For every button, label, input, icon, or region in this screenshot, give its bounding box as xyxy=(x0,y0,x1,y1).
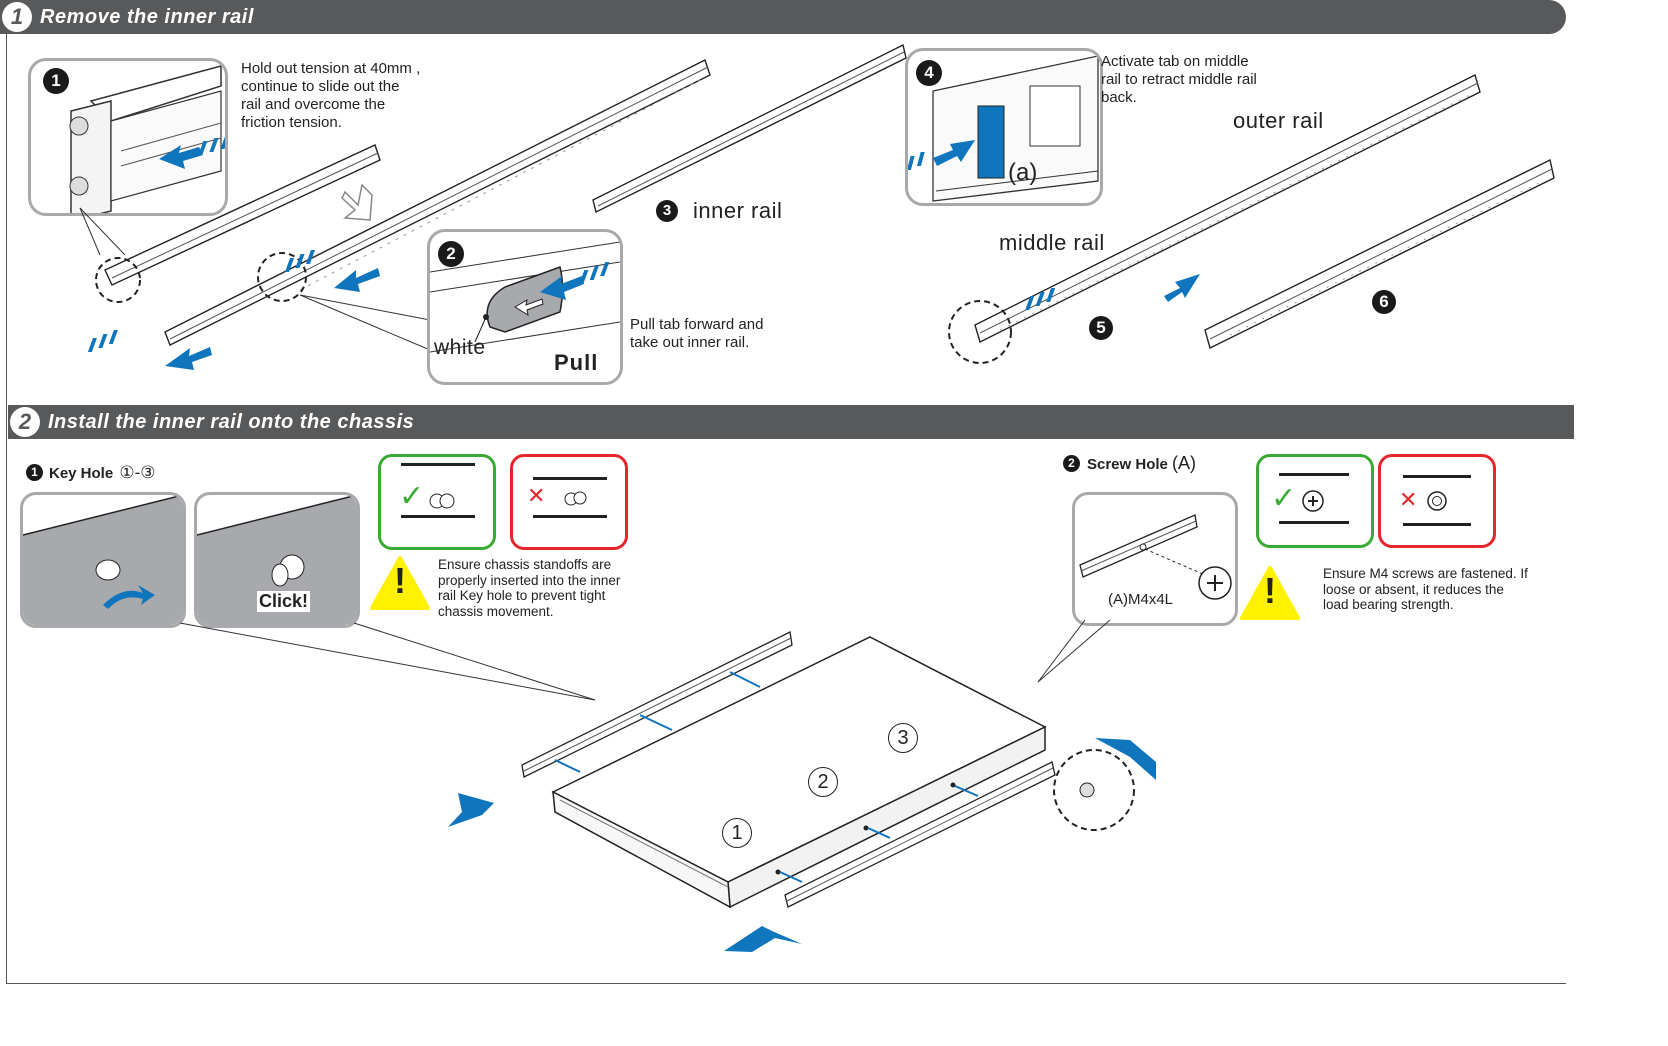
section2-title: Install the inner rail onto the chassis xyxy=(48,411,415,433)
section1-header-bar: 1 Remove the inner rail xyxy=(0,0,1566,34)
rail-line xyxy=(401,515,475,518)
step4-line2: rail to retract middle rail xyxy=(1101,71,1257,88)
screw-warning-line3: load bearing strength. xyxy=(1323,597,1454,612)
chassis-position-2: 2 xyxy=(808,767,838,797)
warning-icon-mark: ! xyxy=(394,560,406,601)
keyhole-warning-line3: rail Key hole to prevent tight xyxy=(438,588,606,603)
screw-correct-example: ✓ xyxy=(1256,454,1374,548)
step3-badge: 3 xyxy=(656,200,678,222)
key-hole-step-badge: 1 xyxy=(26,464,43,481)
rail-line xyxy=(1403,523,1471,526)
section2-header-bar: 2 Install the inner rail onto the chassi… xyxy=(8,405,1574,439)
pull-arrow-icon xyxy=(159,135,225,169)
section2-number: 2 xyxy=(10,407,40,437)
rail-line xyxy=(533,477,607,480)
chassis-position-3: 3 xyxy=(888,723,918,753)
middle-rail-tab-closeup-illustration xyxy=(932,55,1099,202)
step2-badge: 2 xyxy=(438,241,464,267)
step1-line3: rail and overcome the xyxy=(241,96,386,113)
step4-instruction: Activate tab on middle rail to retract m… xyxy=(1101,53,1257,107)
rail-line xyxy=(533,515,607,518)
keyhole-warning-line4: chassis movement. xyxy=(438,603,554,619)
step5-badge: 5 xyxy=(1089,316,1113,340)
screw-warning-text: Ensure M4 screws are fastened. If loose … xyxy=(1323,566,1528,613)
keyhole-locked-illustration xyxy=(197,495,357,625)
rail-assembly-illustration xyxy=(79,43,1555,370)
key-hole-range: ①-③ xyxy=(119,463,156,482)
key-hole-callout-1 xyxy=(20,492,186,628)
middle-rail-label: middle rail xyxy=(999,230,1105,255)
chassis-position-1: 1 xyxy=(722,818,752,848)
click-label: Click! xyxy=(257,591,311,612)
bottom-frame-line xyxy=(6,983,1566,984)
step4-line3: back. xyxy=(1101,89,1137,106)
pull-label: Pull xyxy=(554,350,599,375)
keyhole-correct-example: ✓ xyxy=(378,454,496,550)
step6-badge: 6 xyxy=(1372,290,1396,314)
warning-icon xyxy=(370,556,430,610)
screw-hole-text: Screw Hole xyxy=(1087,456,1168,473)
fastened-screw-icon xyxy=(1302,490,1324,512)
rail-line xyxy=(1403,475,1471,478)
keyhole-warning-text: Ensure chassis standoffs are properly in… xyxy=(438,557,620,619)
warning-icon xyxy=(1240,566,1300,620)
step2-line1: Pull tab forward and xyxy=(630,316,764,333)
check-icon: ✓ xyxy=(399,480,425,513)
keyhole-warning-line1: Ensure chassis standoffs are xyxy=(438,557,612,572)
screw-hole-label: Screw Hole (A) xyxy=(1087,453,1196,474)
empty-screw-hole-icon xyxy=(1427,491,1447,511)
pull-tab-closeup-illustration xyxy=(430,241,620,353)
section1-number: 1 xyxy=(2,2,32,32)
step1-badge: 1 xyxy=(43,68,69,94)
keyhole-warning-line2: properly inserted into the inner xyxy=(438,572,621,588)
step1-instruction: Hold out tension at 40mm , continue to s… xyxy=(241,60,420,132)
keyhole-slide-illustration xyxy=(23,495,183,625)
key-hole-label: Key Hole ①-③ xyxy=(49,463,156,483)
warning-icon-mark: ! xyxy=(1264,570,1276,611)
key-hole-callout-2: Click! xyxy=(194,492,360,628)
pull-direction-arrow-icon xyxy=(540,262,610,300)
rail-end-closeup-illustration xyxy=(69,65,222,213)
step4-badge: 4 xyxy=(916,60,942,86)
white-tab-label: white xyxy=(434,336,486,359)
rail-line xyxy=(1279,473,1349,476)
step1-line1: Hold out tension at 40mm , xyxy=(241,60,421,77)
screw-incorrect-example: ✕ xyxy=(1378,454,1496,548)
rail-line xyxy=(1279,521,1349,524)
key-hole-text: Key Hole xyxy=(49,465,114,482)
activate-tab-arrow-icon xyxy=(908,140,975,170)
screw-into-rail-illustration xyxy=(1079,514,1232,600)
screw-hole-callout: (A)M4x4L xyxy=(1072,492,1238,626)
inner-rail-label: inner rail xyxy=(693,198,783,223)
step4-line1: Activate tab on middle xyxy=(1101,53,1249,70)
outer-rail-label: outer rail xyxy=(1233,108,1324,133)
tab-a-label: (a) xyxy=(1008,159,1038,186)
rail-line xyxy=(401,463,475,466)
screw-hole-step-badge: 2 xyxy=(1063,455,1080,472)
check-icon: ✓ xyxy=(1271,482,1297,515)
left-frame-line xyxy=(6,34,7,984)
screw-warning-line2: loose or absent, it reduces the xyxy=(1323,581,1504,597)
step2-line2: take out inner rail. xyxy=(630,334,750,351)
screw-hole-suffix: (A) xyxy=(1172,453,1197,473)
cross-icon: ✕ xyxy=(527,483,546,508)
cross-icon: ✕ xyxy=(1399,487,1418,512)
step2-instruction: Pull tab forward and take out inner rail… xyxy=(630,316,763,352)
step1-line2: continue to slide out the xyxy=(241,78,400,95)
standoff-in-keyhole-icon xyxy=(429,493,455,509)
screw-warning-line1: Ensure M4 screws are fastened. If xyxy=(1323,566,1528,581)
keyhole-incorrect-example: ✕ xyxy=(510,454,628,550)
screw-spec-label: (A)M4x4L xyxy=(1108,591,1174,608)
step1-line4: friction tension. xyxy=(241,114,342,131)
standoff-out-of-keyhole-icon xyxy=(564,491,587,506)
section1-title: Remove the inner rail xyxy=(40,6,254,28)
